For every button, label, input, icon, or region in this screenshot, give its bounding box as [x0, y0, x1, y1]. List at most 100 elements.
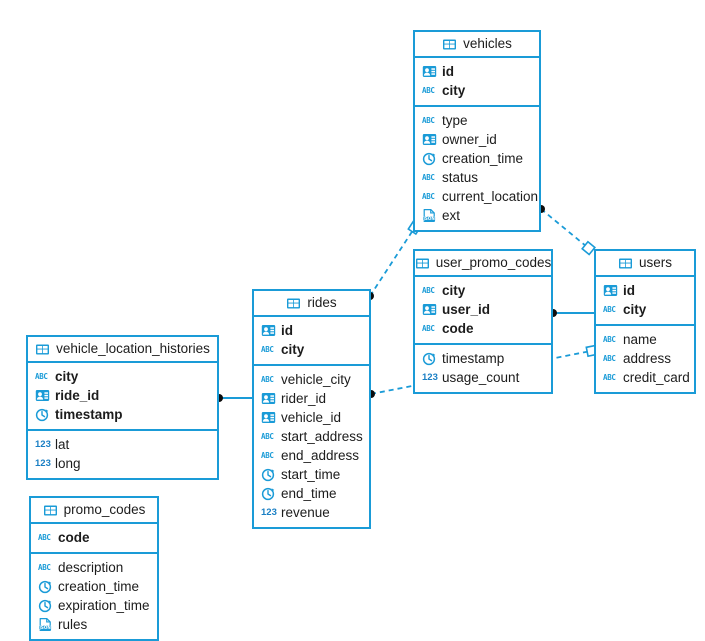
- abc-icon: ABC: [261, 450, 274, 460]
- field-usage_count[interactable]: 123 usage_count: [415, 368, 551, 387]
- field-label: lat: [55, 436, 70, 452]
- svg-text:JSON: JSON: [422, 216, 435, 221]
- id-card-icon: [422, 64, 437, 79]
- field-label: usage_count: [442, 369, 520, 385]
- field-label: ext: [442, 207, 461, 223]
- field-label: revenue: [281, 504, 330, 520]
- clock-icon: [38, 579, 53, 594]
- field-label: current_location: [442, 188, 539, 204]
- relationship-vehicles-users[interactable]: [537, 205, 596, 256]
- field-id[interactable]: id: [596, 281, 694, 300]
- entity-title: vehicle_location_histories: [56, 341, 210, 357]
- entity-header-promo_codes[interactable]: promo_codes: [31, 498, 157, 524]
- abc-icon: ABC: [261, 344, 274, 354]
- field-ext[interactable]: JSON ext: [415, 206, 539, 225]
- 123-icon: 123: [35, 438, 51, 450]
- field-label: city: [281, 341, 305, 357]
- abc-icon: ABC: [603, 372, 616, 382]
- id-card-icon: [603, 283, 618, 298]
- field-label: start_time: [281, 466, 341, 482]
- field-rider_id[interactable]: rider_id: [254, 389, 369, 408]
- field-lat[interactable]: 123 lat: [28, 435, 217, 454]
- abc-icon: ABC: [38, 532, 51, 542]
- abc-icon: ABC: [422, 115, 435, 125]
- table-icon: [442, 37, 457, 52]
- field-ride_id[interactable]: ride_id: [28, 386, 217, 405]
- json-file-icon: JSON: [38, 617, 53, 632]
- field-label: city: [623, 301, 647, 317]
- field-label: user_id: [442, 301, 491, 317]
- entity-header-rides[interactable]: rides: [254, 291, 369, 317]
- table-icon: [415, 256, 430, 271]
- abc-icon: ABC: [422, 323, 435, 333]
- id-card-icon: [261, 391, 276, 406]
- clock-icon: [422, 151, 437, 166]
- field-creation_time[interactable]: creation_time: [31, 577, 157, 596]
- relationship-vehicle_location_histories-rides[interactable]: [215, 394, 252, 402]
- clock-icon: [38, 598, 53, 613]
- 123-icon: 123: [422, 371, 438, 383]
- field-expiration_time[interactable]: expiration_time: [31, 596, 157, 615]
- field-code[interactable]: ABC code: [415, 319, 551, 338]
- field-vehicle_city[interactable]: ABC vehicle_city: [254, 370, 369, 389]
- field-label: timestamp: [55, 406, 123, 422]
- field-timestamp[interactable]: timestamp: [28, 405, 217, 424]
- field-vehicle_id[interactable]: vehicle_id: [254, 408, 369, 427]
- entity-header-vehicles[interactable]: vehicles: [415, 32, 539, 58]
- field-label: address: [623, 350, 672, 366]
- id-card-icon: [422, 132, 437, 147]
- field-label: status: [442, 169, 479, 185]
- relationship-user_promo_codes-users[interactable]: [549, 309, 594, 317]
- entity-title: vehicles: [463, 36, 512, 52]
- field-user_id[interactable]: user_id: [415, 300, 551, 319]
- field-label: code: [442, 320, 474, 336]
- field-id[interactable]: id: [254, 321, 369, 340]
- field-owner_id[interactable]: owner_id: [415, 130, 539, 149]
- svg-text:JSON: JSON: [38, 625, 51, 630]
- field-city[interactable]: ABC city: [254, 340, 369, 359]
- id-card-icon: [35, 388, 50, 403]
- field-end_time[interactable]: end_time: [254, 484, 369, 503]
- abc-icon: ABC: [422, 85, 435, 95]
- clock-icon: [422, 351, 437, 366]
- abc-icon: ABC: [35, 371, 48, 381]
- field-timestamp[interactable]: timestamp: [415, 349, 551, 368]
- abc-icon: ABC: [261, 374, 274, 384]
- field-label: vehicle_city: [281, 371, 351, 387]
- entity-header-vehicle_location_histories[interactable]: vehicle_location_histories: [28, 337, 217, 363]
- field-start_time[interactable]: start_time: [254, 465, 369, 484]
- field-creation_time[interactable]: creation_time: [415, 149, 539, 168]
- field-id[interactable]: id: [415, 62, 539, 81]
- entity-header-user_promo_codes[interactable]: user_promo_codes: [415, 251, 551, 277]
- field-label: creation_time: [442, 150, 524, 166]
- field-label: id: [442, 63, 454, 79]
- entity-header-users[interactable]: users: [596, 251, 694, 277]
- field-label: start_address: [281, 428, 363, 444]
